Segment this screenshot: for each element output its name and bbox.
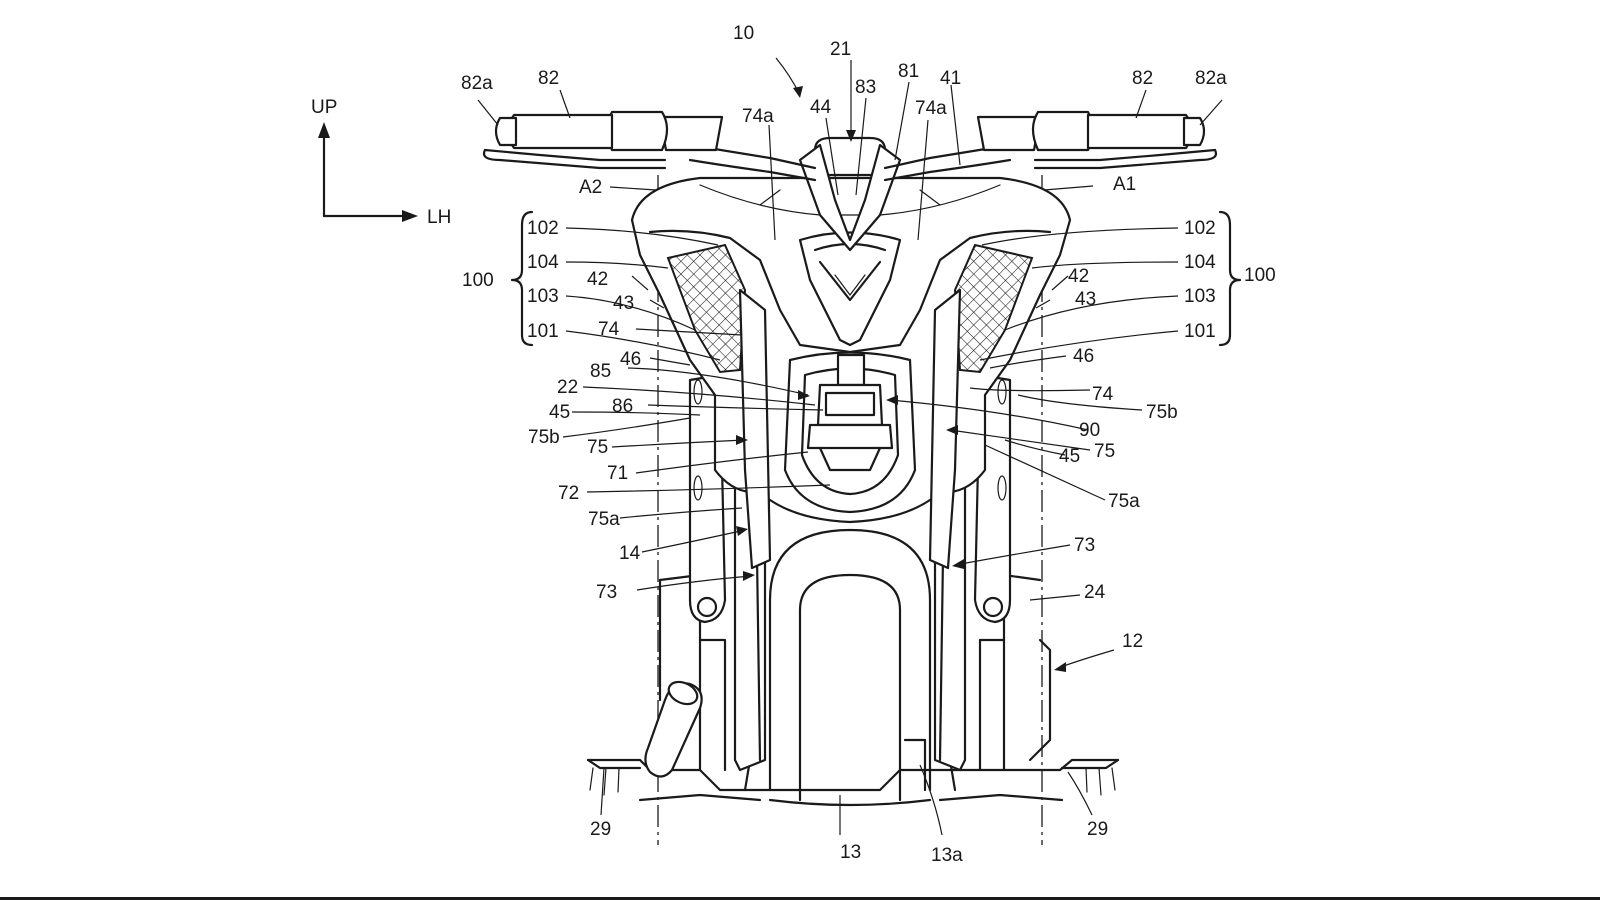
label-12: 12 <box>1122 631 1143 652</box>
label-100-left: 100 <box>462 270 494 291</box>
label-82a-right: 82a <box>1195 68 1227 89</box>
bottom-border-rule <box>0 897 1600 900</box>
lower-body <box>586 573 1120 802</box>
label-42-right: 42 <box>1068 266 1089 287</box>
axis-lh-label: LH <box>427 207 451 228</box>
label-100-right: 100 <box>1244 265 1276 286</box>
label-10: 10 <box>733 23 754 44</box>
label-82a-left: 82a <box>461 73 493 94</box>
label-90: 90 <box>1079 420 1100 441</box>
label-73-left: 73 <box>596 582 617 603</box>
label-102-left: 102 <box>527 218 559 239</box>
label-104-left: 104 <box>527 252 559 273</box>
label-74a-right: 74a <box>915 98 947 119</box>
label-21: 21 <box>830 39 851 60</box>
label-73-right: 73 <box>1074 535 1095 556</box>
label-74a-left: 74a <box>742 106 774 127</box>
label-72: 72 <box>558 483 579 504</box>
label-43-right: 43 <box>1075 289 1096 310</box>
label-101-left: 101 <box>527 321 559 342</box>
front-fairing <box>630 176 1072 570</box>
label-42-left: 42 <box>587 269 608 290</box>
label-75a-left: 75a <box>588 509 620 530</box>
label-74-left: 74 <box>598 319 620 340</box>
label-75b-right: 75b <box>1146 402 1178 423</box>
label-22: 22 <box>557 377 578 398</box>
label-82-left: 82 <box>538 68 559 89</box>
label-83: 83 <box>855 77 876 98</box>
label-45-left: 45 <box>549 402 570 423</box>
label-29-left: 29 <box>590 819 611 840</box>
front-wheel <box>743 528 957 807</box>
label-46-left: 46 <box>620 349 641 370</box>
label-a2: A2 <box>579 177 602 198</box>
label-14: 14 <box>619 543 641 564</box>
label-41: 41 <box>940 68 961 89</box>
label-103-right: 103 <box>1184 286 1216 307</box>
label-104-right: 104 <box>1184 252 1216 273</box>
label-74-right: 74 <box>1092 384 1114 405</box>
label-24: 24 <box>1084 582 1106 603</box>
label-29-right: 29 <box>1087 819 1108 840</box>
label-46-right: 46 <box>1073 346 1094 367</box>
label-44: 44 <box>810 97 832 118</box>
label-75a-right: 75a <box>1108 491 1140 512</box>
label-43-left: 43 <box>613 293 634 314</box>
axis-indicator: UP LH <box>311 97 451 228</box>
leader-lines <box>477 57 1242 836</box>
label-101-right: 101 <box>1184 321 1216 342</box>
label-13a: 13a <box>931 845 963 866</box>
label-45-right: 45 <box>1059 446 1080 467</box>
reference-labels: 10 21 81 41 83 44 74a 74a 82a 82 82 82a … <box>461 23 1276 866</box>
label-13: 13 <box>840 842 861 863</box>
label-75-right: 75 <box>1094 441 1115 462</box>
label-75-left: 75 <box>587 437 608 458</box>
label-103-left: 103 <box>527 286 559 307</box>
handlebar <box>482 110 1218 252</box>
label-86: 86 <box>612 396 633 417</box>
label-82-right: 82 <box>1132 68 1153 89</box>
label-a1: A1 <box>1113 174 1136 195</box>
axis-up-label: UP <box>311 97 337 118</box>
label-71: 71 <box>607 463 628 484</box>
label-75b-left: 75b <box>528 427 560 448</box>
label-85: 85 <box>590 361 611 382</box>
label-102-right: 102 <box>1184 218 1216 239</box>
label-81: 81 <box>898 61 919 82</box>
